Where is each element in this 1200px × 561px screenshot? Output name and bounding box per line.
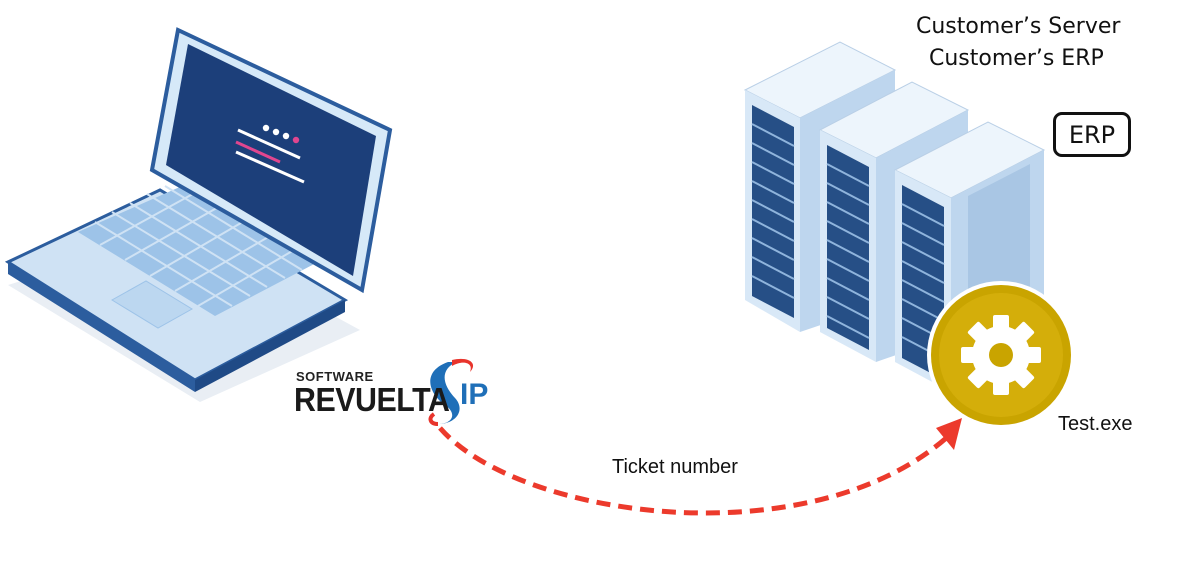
laptop-illustration [4,27,393,402]
flow-label: Ticket number [612,456,738,478]
erp-title: Customer’s ERP [929,46,1104,71]
erp-badge: ERP [1053,112,1131,157]
logo-small-text: SOFTWARE [296,369,374,384]
executable-badge [927,281,1075,429]
executable-label: Test.exe [1058,413,1133,435]
logo-brand-text: REVUELTA [294,381,450,418]
ticket-flow-arrow [438,418,962,516]
logo-swoosh [428,358,474,426]
logo-suffix-text: IP [460,378,489,411]
gear-icon [961,315,1041,395]
server-rack-illustration [743,41,1046,392]
server-title: Customer’s Server [916,14,1121,39]
